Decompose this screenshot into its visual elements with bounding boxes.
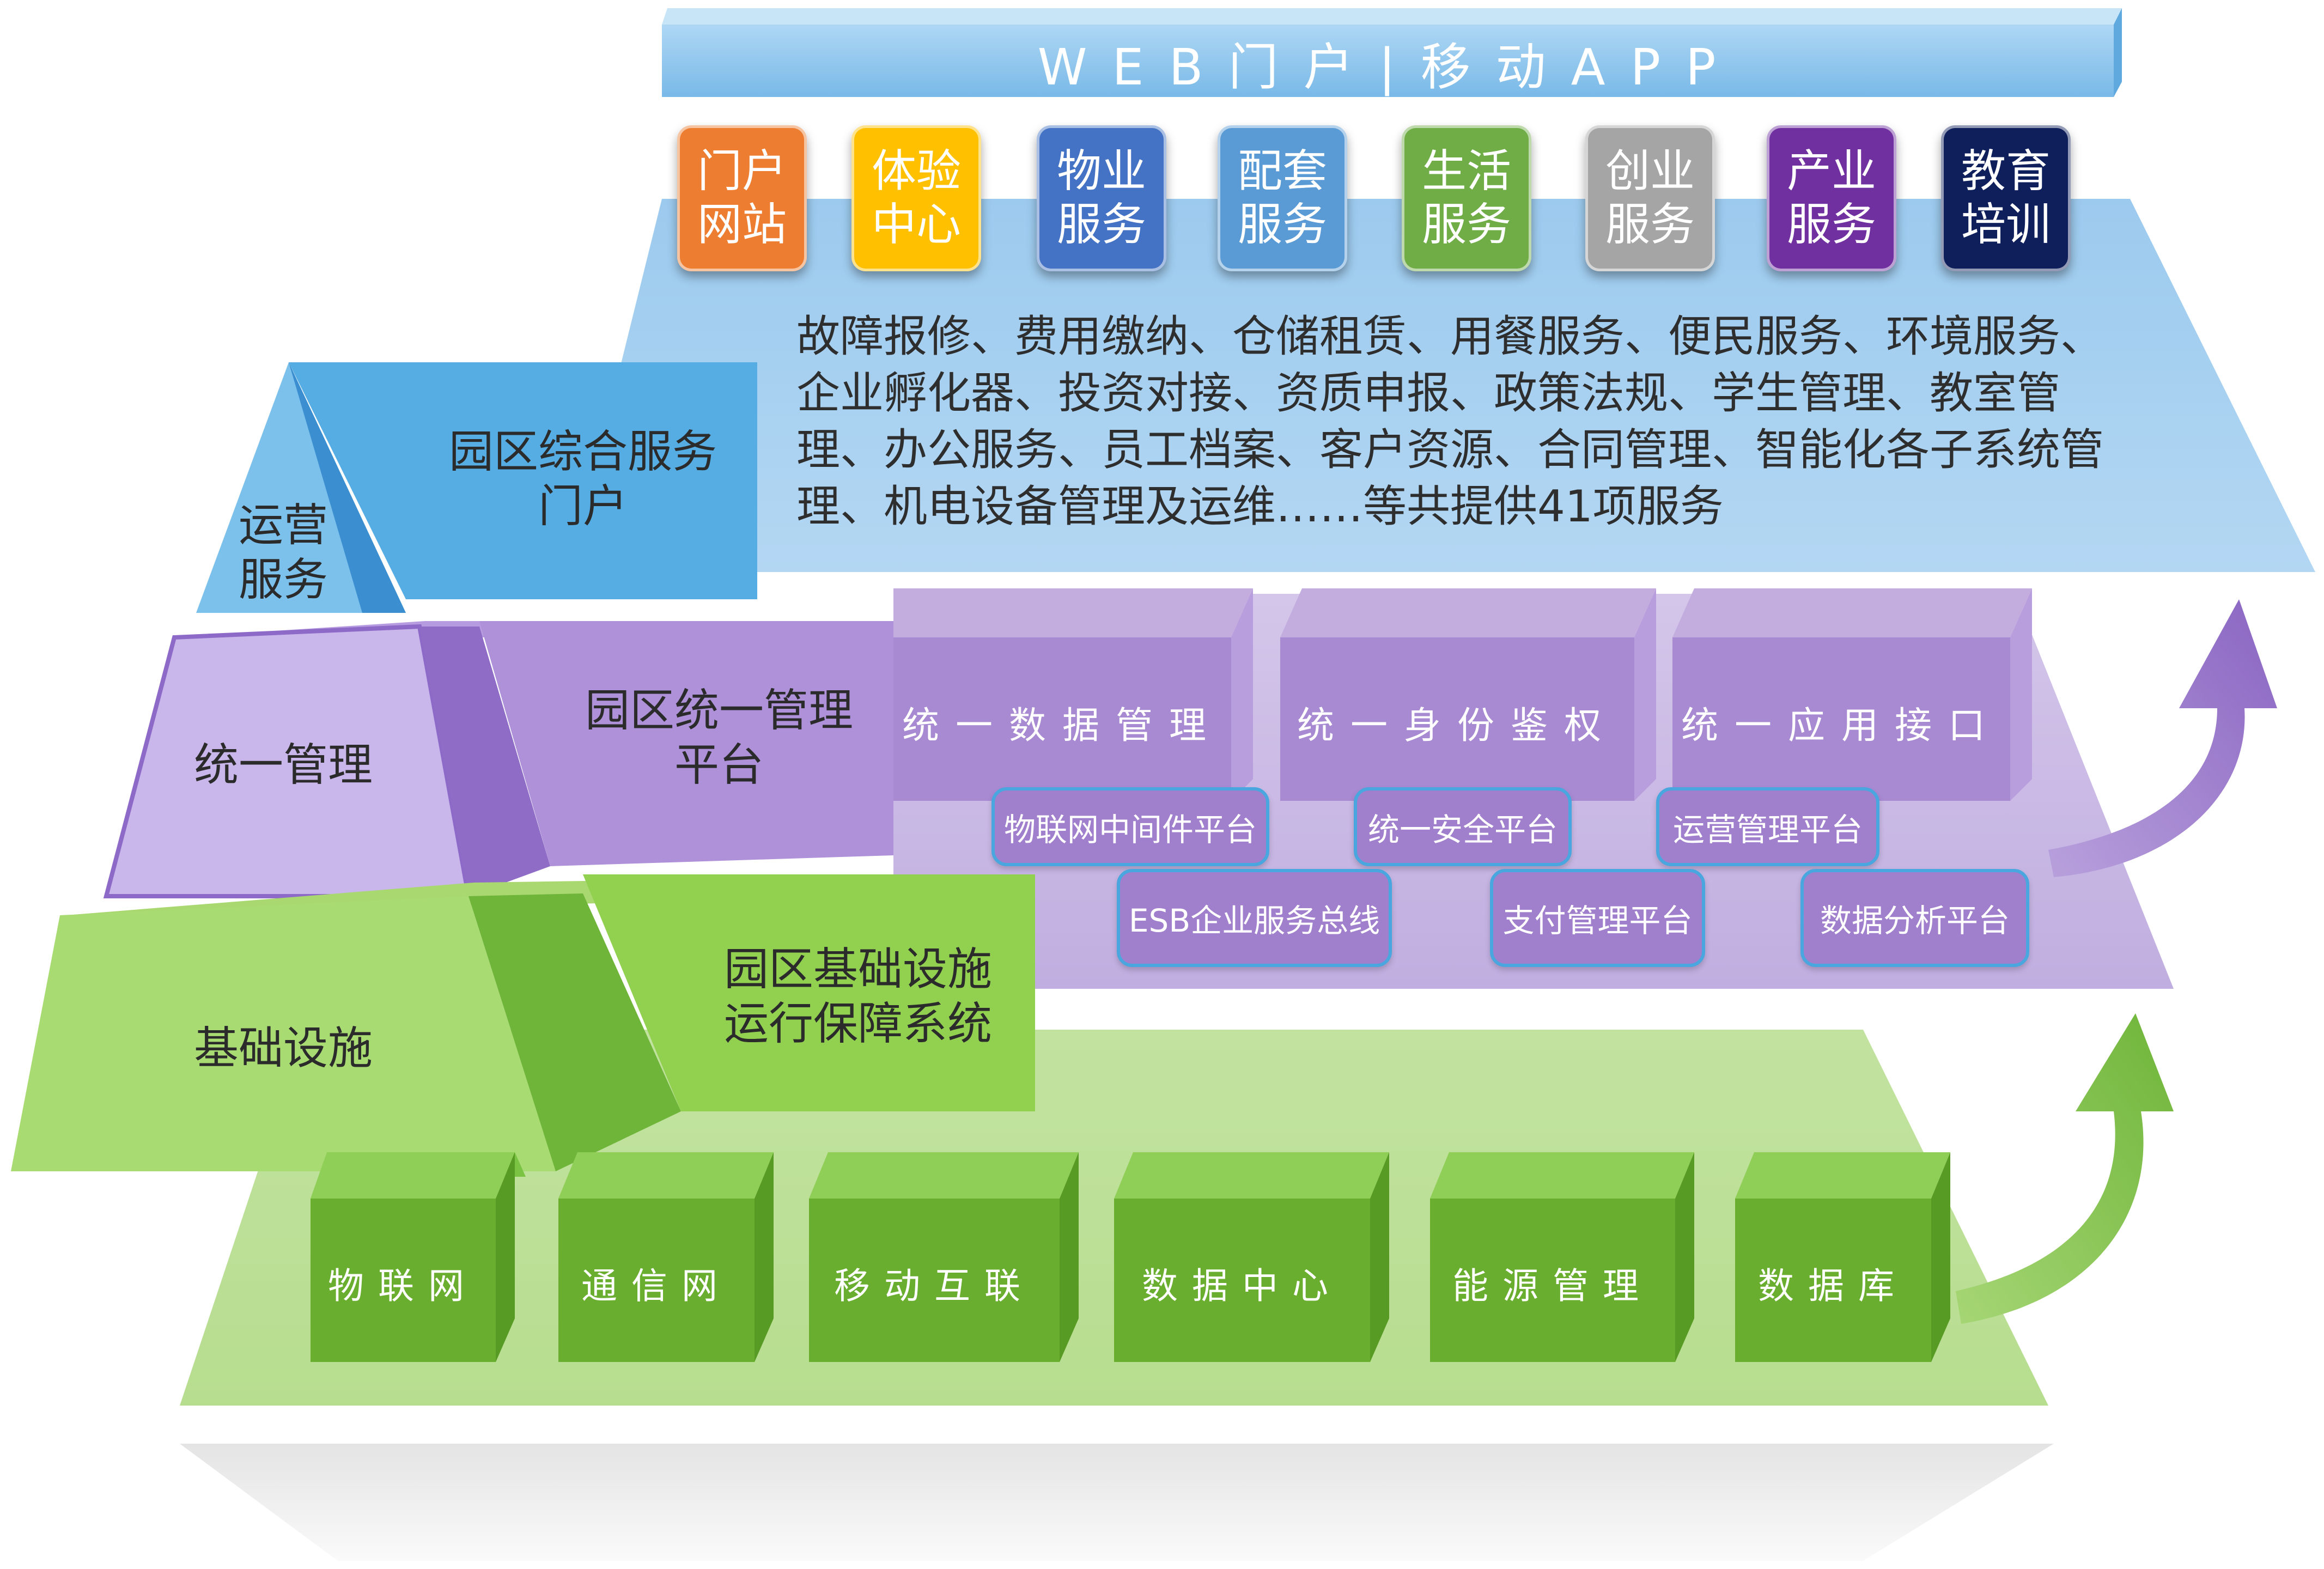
operations-management-platform: 运营管理平台 — [1656, 787, 1879, 866]
cube-energy-management: 能源管理 — [1452, 1265, 1653, 1307]
banner-top — [662, 8, 2122, 25]
tile-education-training: 教育 培训 — [1941, 125, 2071, 271]
data-analysis-platform: 数据分析平台 — [1800, 869, 2029, 967]
banner-face — [662, 25, 2114, 97]
purple-box-shapes — [893, 588, 2032, 801]
operations-layer-title: 园区综合服务 门户 — [448, 426, 717, 532]
cube-communication-network: 通信网 — [581, 1265, 732, 1307]
green-arrow — [1956, 1013, 2174, 1324]
tile-experience-center: 体验 中心 — [851, 125, 981, 271]
tile-supporting-service: 配套 服务 — [1218, 125, 1347, 271]
services-description: 故障报修、费用缴纳、仓储租赁、用餐服务、便民服务、环境服务、企业孵化器、投资对接… — [796, 311, 2104, 532]
ground-shadow — [180, 1444, 2054, 1561]
infrastructure-layer-title: 园区基础设施 运行保障系统 — [723, 944, 992, 1050]
web-mobile-banner: WEB门户|移动APP — [1037, 38, 1741, 96]
tile-industry-service: 产业 服务 — [1767, 125, 1896, 271]
green-cube-shapes — [311, 1152, 1950, 1362]
purple-arrow — [2048, 599, 2277, 877]
management-side-label: 统一管理 — [193, 739, 373, 791]
mgmt-panel — [479, 621, 893, 866]
unified-security-platform: 统一安全平台 — [1354, 787, 1572, 866]
infrastructure-side-label: 基础设施 — [193, 1023, 373, 1074]
esb-enterprise-service-bus: ESB企业服务总线 — [1117, 869, 1392, 967]
infra-trap — [11, 896, 556, 1171]
unified-identity-auth-box: 统一身份鉴权 — [1297, 704, 1617, 747]
payment-management-platform: 支付管理平台 — [1490, 869, 1705, 967]
cube-mobile-internet: 移动互联 — [834, 1265, 1035, 1307]
tile-startup-service: 创业 服务 — [1585, 125, 1715, 271]
unified-data-management-box: 统一数据管理 — [902, 704, 1222, 747]
ops-tri-side — [289, 362, 406, 613]
management-layer-title: 园区统一管理 平台 — [585, 685, 853, 791]
infra-side — [469, 893, 681, 1171]
mgmt-side — [419, 627, 550, 896]
unified-app-interface-box: 统一应用接口 — [1681, 704, 2001, 747]
infra-panel — [583, 874, 1035, 1111]
iot-middleware-platform: 物联网中间件平台 — [991, 787, 1269, 866]
cube-database: 数据库 — [1758, 1265, 1908, 1307]
tile-portal-website: 门户 网站 — [677, 125, 807, 271]
cube-iot: 物联网 — [328, 1265, 478, 1307]
tile-life-service: 生活 服务 — [1402, 125, 1531, 271]
operations-side-label: 运营 服务 — [238, 500, 328, 606]
banner-side — [2114, 8, 2122, 97]
blue-plane — [569, 199, 2315, 572]
ops-panel — [289, 362, 757, 599]
tile-property-service: 物业 服务 — [1037, 125, 1166, 271]
cube-data-center: 数据中心 — [1142, 1265, 1342, 1307]
